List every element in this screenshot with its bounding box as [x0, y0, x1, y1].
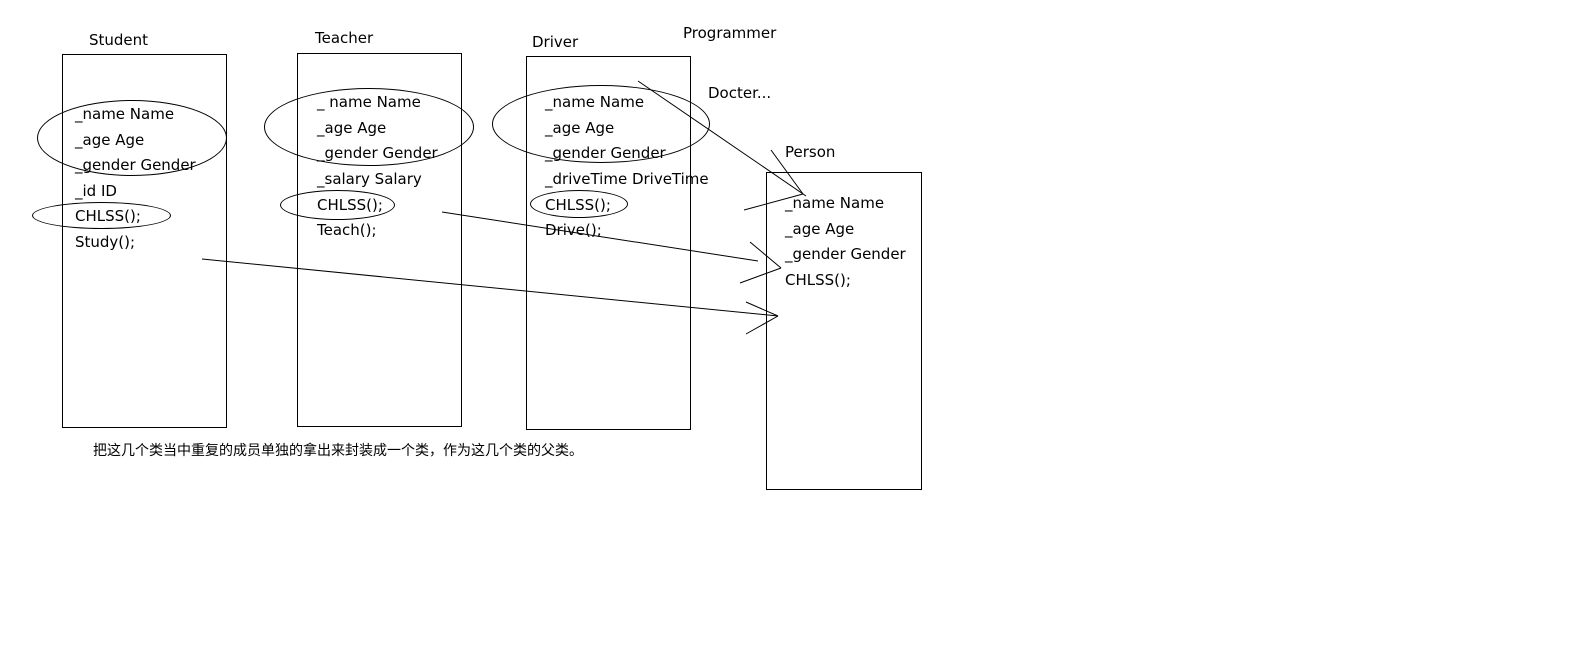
student-chlss-ellipse: [32, 202, 171, 229]
arrowhead-teacher-lower: [739, 267, 782, 284]
driver-member-drive: Drive();: [545, 221, 602, 239]
person-title: Person: [785, 143, 836, 161]
teacher-chlss-ellipse: [280, 190, 395, 220]
driver-chlss-ellipse: [530, 190, 628, 218]
arrowhead-driver-lower: [743, 193, 804, 211]
student-common-fields-ellipse: [37, 100, 227, 176]
programmer-label: Programmer: [683, 24, 777, 42]
teacher-common-fields-ellipse: [264, 88, 474, 166]
student-title: Student: [89, 31, 149, 49]
arrow-teacher-to-person: [441, 211, 759, 262]
student-box: [62, 54, 227, 428]
student-member-id: _id ID: [75, 182, 117, 200]
arrowhead-student-lower: [745, 315, 779, 335]
teacher-member-teach: Teach();: [317, 221, 377, 239]
arrowhead-teacher-upper: [749, 241, 782, 269]
person-member-gender: _gender Gender: [785, 245, 906, 263]
driver-member-drivetime: _driveTime DriveTime: [545, 170, 709, 188]
person-member-name: _name Name: [785, 194, 885, 212]
person-box: [766, 172, 922, 490]
arrow-student-to-person: [201, 258, 779, 317]
docter-label: Docter...: [708, 84, 772, 102]
arrowhead-student-upper: [745, 301, 779, 317]
person-member-age: _age Age: [785, 220, 855, 238]
driver-box: [526, 56, 691, 430]
teacher-title: Teacher: [315, 29, 374, 47]
explanation-note: 把这几个类当中重复的成员单独的拿出来封装成一个类，作为这几个类的父类。: [93, 443, 583, 459]
student-member-study: Study();: [75, 233, 136, 251]
person-member-chlss: CHLSS();: [785, 271, 851, 289]
teacher-box: [297, 53, 462, 427]
driver-title: Driver: [532, 33, 579, 51]
teacher-member-salary: _salary Salary: [317, 170, 422, 188]
driver-common-fields-ellipse: [492, 85, 710, 163]
